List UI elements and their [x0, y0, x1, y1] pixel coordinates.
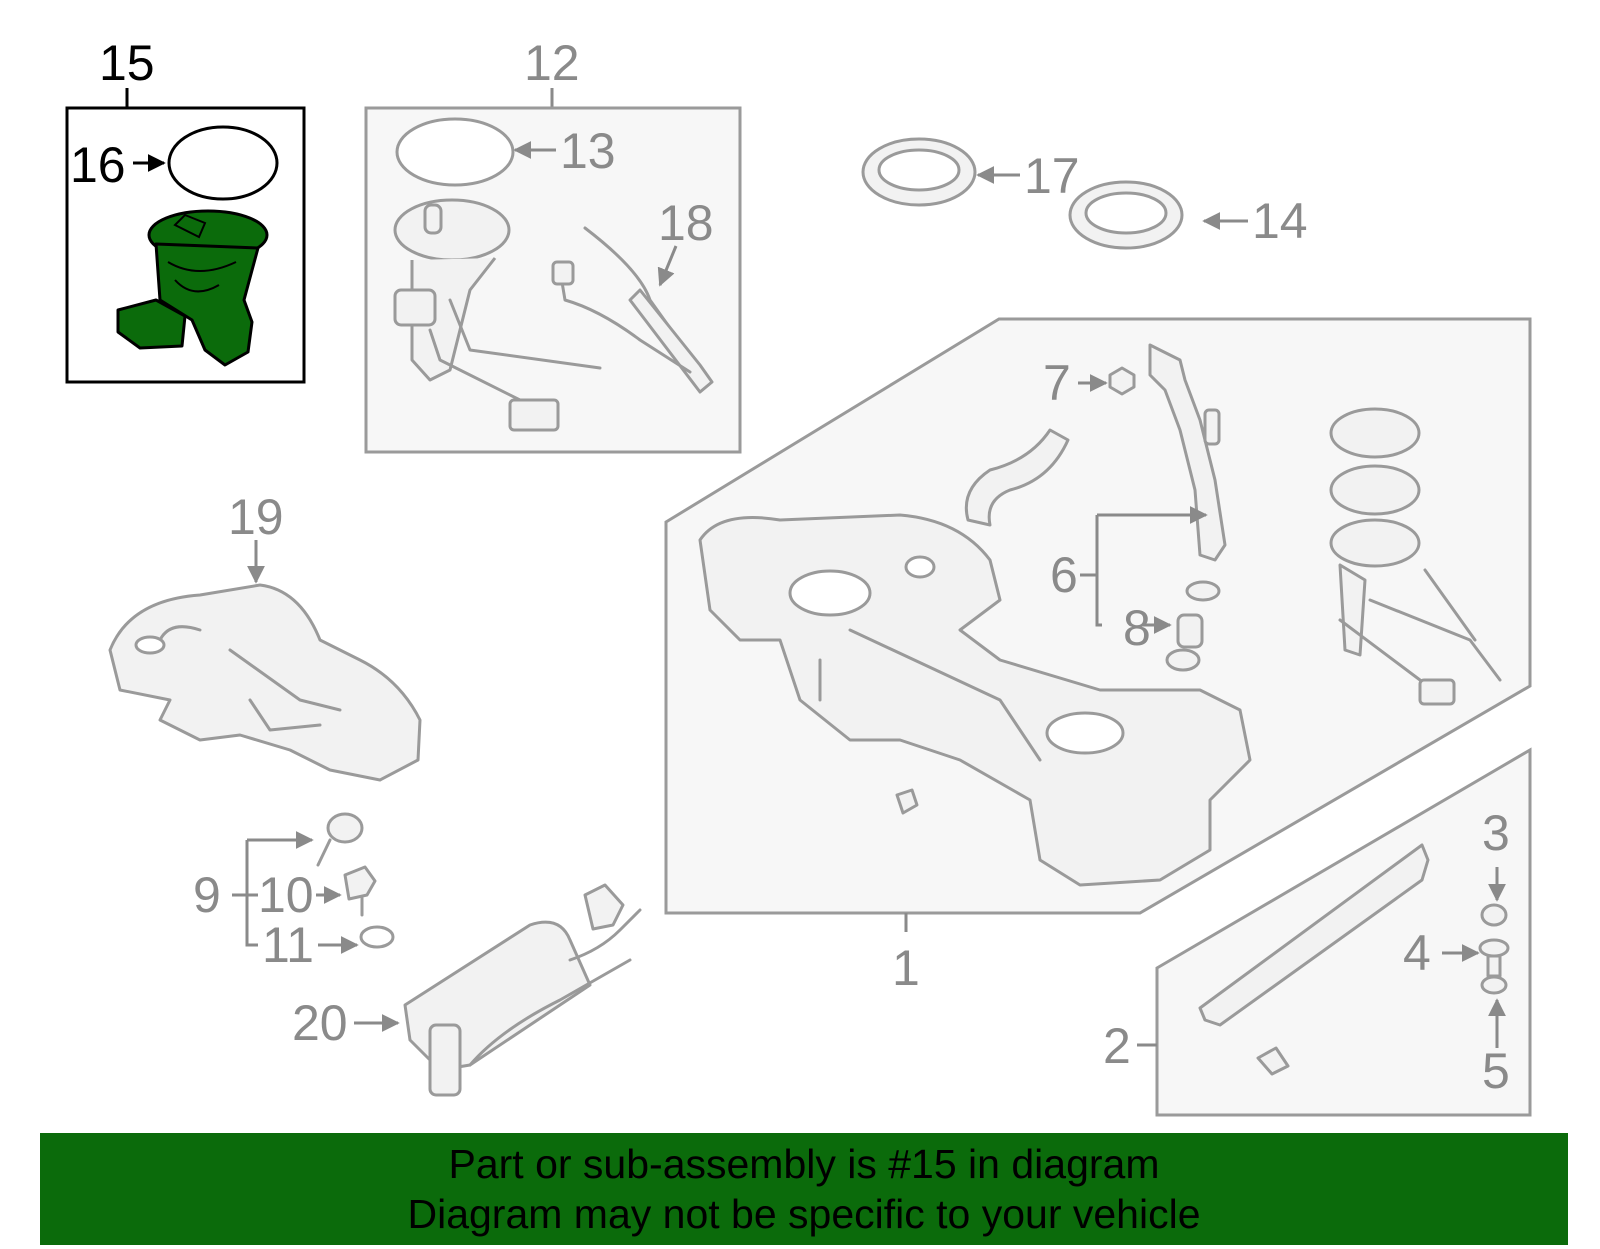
- callout-8: 8: [1123, 600, 1151, 656]
- tank-strap[interactable]: [1198, 843, 1430, 1076]
- fuel-tank-group-1: [664, 317, 1532, 932]
- callout-18: 18: [658, 195, 714, 251]
- pump-set-inset[interactable]: [1329, 407, 1502, 706]
- banner-line-2: Diagram may not be specific to your vehi…: [407, 1191, 1201, 1237]
- callout-10: 10: [258, 867, 314, 923]
- callout-13: 13: [560, 123, 616, 179]
- assembly-15-group: [65, 88, 306, 384]
- callout-17: 17: [1024, 148, 1080, 204]
- banner-line-1: Part or sub-assembly is #15 in diagram: [448, 1141, 1160, 1187]
- vent-valve-9[interactable]: [316, 812, 364, 867]
- callout-12: 12: [524, 35, 580, 91]
- sending-unit-12[interactable]: [393, 198, 602, 432]
- bushing-3[interactable]: [1480, 903, 1508, 927]
- info-banner: Part or sub-assembly is #15 in diagram D…: [40, 1133, 1568, 1245]
- callout-9: 9: [193, 867, 221, 923]
- o-ring-11[interactable]: [359, 925, 395, 949]
- callout-4: 4: [1403, 925, 1431, 981]
- bolt-5[interactable]: [1480, 975, 1508, 995]
- washer-4[interactable]: [1478, 938, 1510, 978]
- nut-7[interactable]: [1108, 366, 1136, 396]
- seal-ring-13[interactable]: [395, 117, 515, 187]
- fuel-pump-assembly-15[interactable]: [116, 209, 269, 367]
- fuel-filter-20[interactable]: [403, 883, 642, 1097]
- clip-10[interactable]: [343, 865, 377, 917]
- callout-2: 2: [1103, 1018, 1131, 1074]
- callout-3: 3: [1482, 805, 1510, 861]
- callout-5: 5: [1482, 1043, 1510, 1099]
- callout-19: 19: [228, 489, 284, 545]
- callout-14: 14: [1252, 193, 1308, 249]
- callout-11: 11: [262, 917, 314, 973]
- grommet-8[interactable]: [1165, 580, 1221, 672]
- assembly-12-group: [364, 88, 742, 454]
- fuel-level-sensor-18[interactable]: [551, 226, 714, 394]
- callout-16: 16: [70, 137, 126, 193]
- lock-ring-17[interactable]: [861, 137, 977, 207]
- seal-ring-16[interactable]: [167, 125, 279, 201]
- heat-shield-19[interactable]: [108, 583, 422, 782]
- callout-20: 20: [292, 995, 348, 1051]
- fuel-tank-1[interactable]: [698, 428, 1252, 887]
- strap-group-2: [1137, 747, 1532, 1117]
- callout-7: 7: [1043, 355, 1071, 411]
- callout-1: 1: [892, 940, 920, 996]
- callout-15: 15: [99, 35, 155, 91]
- lock-ring-14[interactable]: [1068, 180, 1184, 250]
- callout-6: 6: [1050, 547, 1078, 603]
